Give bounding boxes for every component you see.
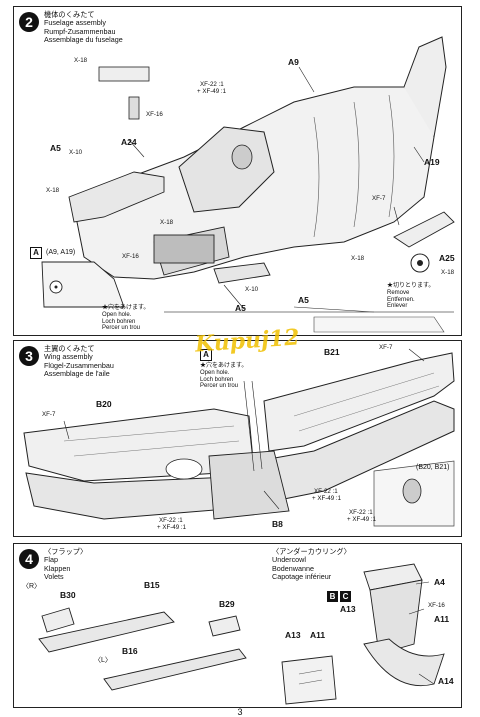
step-number: 2 [19,12,39,32]
flap-fr: Volets [44,572,64,582]
part-label: A13 [340,604,356,614]
part-label: XF-7 [372,195,386,202]
part-label: XF-7 [379,344,393,351]
hole-note-jp: ★穴をあけます。 [200,363,248,369]
part-label: B8 [272,519,283,529]
remove-note: ★切りとります。 Remove Entfernen. Enlever [387,283,434,310]
title-fr: Assemblage de l'aile [44,369,110,379]
wing-assembly-drawing [23,348,455,527]
step-4-panel: 4 〈フラップ〉 Flap Klappen Volets 〈アンダーカウリング〉… [13,543,462,708]
remove-note-jp: ★切りとります。 [387,283,435,289]
part-label: A24 [121,137,137,147]
title-en: Wing assembly [44,352,93,362]
part-label: A4 [434,577,445,587]
under-fr: Capotage inférieur [272,572,332,582]
part-label: A9 [288,57,299,67]
part-label: XF-22 :1 [349,509,373,516]
hole-note-en: Open hole. [102,311,132,318]
flap-jp: 〈フラップ〉 [44,547,88,556]
title-de: Flügel-Zusammenbau [44,360,114,370]
part-label: A11 [434,614,450,624]
part-label: B16 [122,646,138,656]
remove-note-de: Entfernen. [387,296,415,303]
step-number: 3 [19,346,39,366]
title-fr: Assemblage du fuselage [44,35,123,45]
part-tree-b-marker: B [327,591,338,602]
part-label: XF-22 :1 [159,517,183,524]
part-label: XF-22 :1 [314,488,338,495]
part-label: XF-16 [122,253,139,260]
part-label: A13 [285,630,301,640]
part-label: A5 [298,295,309,305]
hole-note-jp: ★穴をあけます。 [102,305,150,311]
part-label: X-18 [441,269,455,276]
under-en: Undercowl [272,555,306,565]
part-label: A19 [424,157,440,167]
part-label: A5 [235,303,246,313]
part-label: (B20, B21) [416,464,450,471]
under-de: Bodenwanne [272,563,314,573]
right-side-label: 〈R〉 [22,583,42,590]
remove-note-en: Remove [387,289,410,296]
sub-diagram-parts: (A9, A19) [46,249,76,256]
part-label: + XF-49 :1 [347,516,377,523]
flap-en: Flap [44,555,58,565]
hole-note-fr: Percer un trou [102,325,141,332]
hole-note: ★穴をあけます。 Open hole. Loch bohren Percer u… [102,305,149,332]
part-tree-c-marker: C [340,591,351,602]
part-label: + XF-49 :1 [157,524,187,531]
part-label: XF-22 :1 [200,81,224,88]
part-label: + XF-49 :1 [197,88,227,95]
hole-note-de: Loch bohren [200,376,234,383]
remove-note-fr: Enlever [387,303,408,310]
sub-diagram-marker: A [30,247,42,259]
part-label: X-18 [160,219,174,226]
part-label: A14 [438,676,454,686]
part-label: B21 [324,347,340,357]
step-title: 機体のくみたて Fuselage assembly Rumpf-Zusammen… [44,10,123,45]
flap-undercowl-drawing [38,563,445,705]
under-jp: 〈アンダーカウリング〉 [272,547,351,556]
part-label: XF-16 [428,602,445,609]
hole-note-fr: Percer un trou [200,383,239,390]
sub-diagram-marker: A [200,349,212,361]
part-label: B15 [144,580,160,590]
page-number: 3 [237,707,243,717]
part-label: A25 [439,253,455,263]
part-label: XF-16 [146,111,163,118]
title-en: Fuselage assembly [44,18,106,28]
part-label: X-10 [69,149,83,156]
flap-de: Klappen [44,563,71,573]
part-label: + XF-49 :1 [312,495,342,502]
title-jp: 機体のくみたて [44,10,95,19]
step-3-panel: 3 主翼のくみたて Wing assembly Flügel-Zusammenb… [13,340,462,537]
undercowl-title: 〈アンダーカウリング〉 Undercowl Bodenwanne Capotag… [272,547,351,582]
part-label: X-18 [74,57,88,64]
left-side-label: 〈L〉 [94,657,112,664]
step-2-panel: 2 機体のくみたて Fuselage assembly Rumpf-Zusamm… [13,6,462,336]
part-label: X-18 [46,187,60,194]
part-label: B29 [219,599,235,609]
fuselage-assembly-drawing [41,36,455,333]
part-label: XF-7 [42,411,56,418]
title-de: Rumpf-Zusammenbau [44,26,116,36]
part-label: X-10 [245,286,259,293]
hole-note: ★穴をあけます。 Open hole. Loch bohren Percer u… [200,363,247,390]
step-title: 主翼のくみたて Wing assembly Flügel-Zusammenbau… [44,344,114,379]
part-label: X-18 [351,255,365,262]
step-number: 4 [19,549,39,569]
part-label: B30 [60,590,76,600]
part-label: B20 [96,399,112,409]
hole-note-de: Loch bohren [102,318,136,325]
part-label: A5 [50,143,61,153]
title-jp: 主翼のくみたて [44,344,95,353]
hole-note-en: Open hole. [200,369,230,376]
flap-title: 〈フラップ〉 Flap Klappen Volets [44,547,88,582]
part-label: A11 [310,630,326,640]
